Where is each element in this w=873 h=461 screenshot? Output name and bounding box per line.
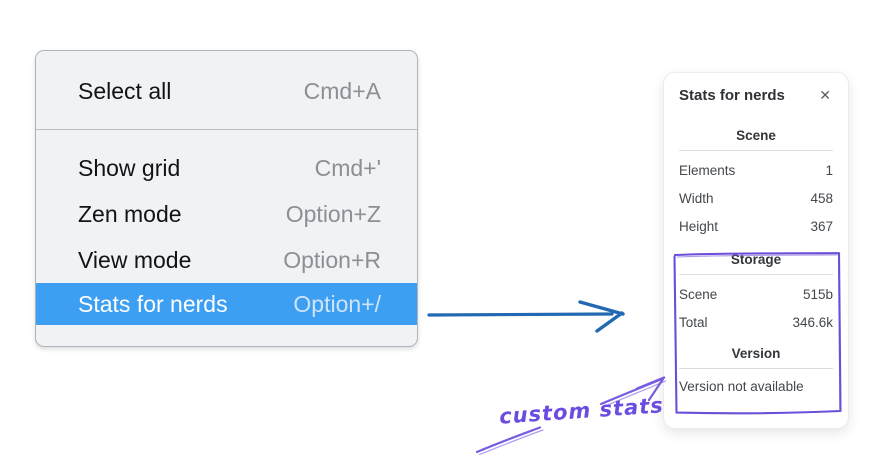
stat-value: 458 (810, 191, 833, 206)
stat-label: Elements (679, 163, 736, 178)
section-divider (679, 274, 833, 275)
version-note: Version not available (679, 379, 804, 394)
menu-item-zen-mode[interactable]: Zen mode Option+Z (36, 191, 417, 237)
menu-divider (36, 129, 417, 130)
menu-item-shortcut: Cmd+A (303, 77, 381, 104)
stat-label: Total (679, 315, 708, 330)
stats-section-storage: Storage Scene 515b Total 346.6k (679, 252, 833, 337)
stats-panel-header: Stats for nerds ✕ (679, 87, 833, 104)
stat-value: 515b (802, 287, 833, 302)
menu-item-label: Show grid (78, 154, 181, 181)
menu-item-shortcut: Cmd+' (314, 154, 381, 181)
stat-label: Width (679, 191, 714, 206)
section-heading: Storage (730, 252, 782, 267)
stat-row-elements: Elements 1 (679, 157, 833, 185)
stat-label: Height (679, 219, 719, 234)
stat-row-width: Width 458 (679, 185, 833, 213)
menu-item-label: Select all (78, 77, 172, 104)
stats-section-scene: Scene Elements 1 Width 458 Height 367 (679, 128, 833, 241)
stat-value: 367 (810, 219, 833, 234)
context-menu: Select all Cmd+A Show grid Cmd+' Zen mod… (35, 50, 418, 347)
stat-row-height: Height 367 (679, 213, 833, 241)
stats-panel-title: Stats for nerds (679, 87, 785, 104)
section-divider (679, 150, 833, 151)
stat-row-total-size: Total 346.6k (679, 309, 833, 337)
stat-value: 346.6k (792, 315, 833, 330)
menu-item-view-mode[interactable]: View mode Option+R (36, 237, 417, 283)
stat-row-scene-size: Scene 515b (679, 281, 833, 309)
section-heading: Version (731, 346, 781, 361)
custom-stats-annotation-label: custom stats (498, 393, 665, 429)
section-heading: Scene (736, 128, 776, 143)
menu-item-stats-for-nerds[interactable]: Stats for nerds Option+/ (36, 283, 417, 325)
menu-item-select-all[interactable]: Select all Cmd+A (36, 68, 417, 114)
close-icon[interactable]: ✕ (819, 87, 831, 103)
stats-panel: Stats for nerds ✕ Scene Elements 1 Width… (663, 72, 849, 429)
stat-value: 1 (825, 163, 833, 178)
flow-arrow (427, 300, 625, 333)
menu-item-label: View mode (78, 246, 192, 273)
menu-item-label: Zen mode (78, 200, 182, 227)
stat-label: Scene (679, 287, 718, 302)
stats-section-version: Version Version not available (679, 346, 833, 399)
menu-item-shortcut: Option+Z (285, 200, 381, 227)
section-divider (679, 368, 833, 369)
menu-item-shortcut: Option+R (283, 246, 381, 273)
menu-item-label: Stats for nerds (78, 290, 228, 317)
menu-item-shortcut: Option+/ (293, 290, 381, 317)
menu-item-show-grid[interactable]: Show grid Cmd+' (36, 145, 417, 191)
